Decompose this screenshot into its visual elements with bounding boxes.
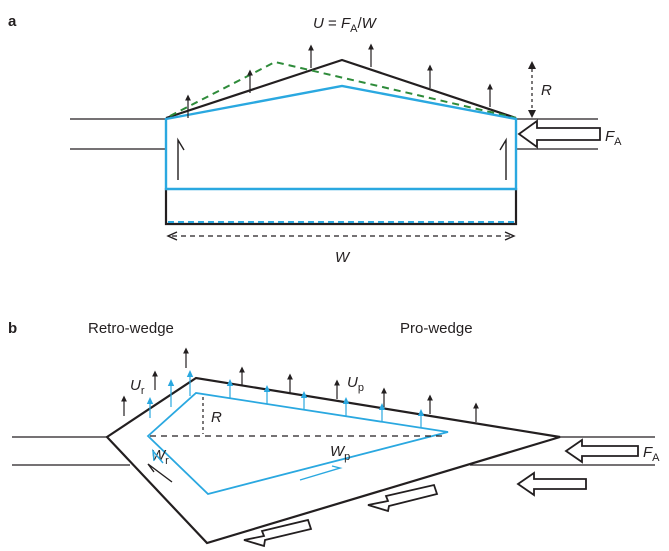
retro-uplift-label: Ur <box>130 377 145 397</box>
uplift-arrows <box>185 43 493 118</box>
panel-a: a U = FA/W R <box>8 13 622 266</box>
right-half-arrow-icon <box>499 137 507 180</box>
pro-width-label: Wp <box>330 443 350 463</box>
inner-wedge <box>146 392 449 495</box>
subduction-arrow-icon <box>367 483 439 513</box>
width-arrow-head-right <box>504 231 516 241</box>
left-half-arrow-icon <box>177 137 185 180</box>
relief-arrow-head-top <box>528 61 536 69</box>
plate-motion-arrow-icon <box>516 471 587 497</box>
applied-force-arrow-icon <box>517 119 601 149</box>
pro-uplift-label: Up <box>347 374 364 394</box>
wedge-outline <box>105 376 561 545</box>
retro-flow-arrow-icon <box>152 448 164 464</box>
relief-label: R <box>541 82 552 99</box>
green-dashed-profile <box>169 60 517 119</box>
pro-wedge-label: Pro-wedge <box>400 320 473 337</box>
applied-force-label-b: FA <box>643 444 660 464</box>
relief-arrow-head-bottom <box>528 110 536 118</box>
uplift-equation-label: U = FA/W <box>313 15 378 35</box>
width-label: W <box>335 249 351 266</box>
outer-uplift-arrows <box>121 347 479 422</box>
relief-label-b: R <box>211 409 222 426</box>
panel-b-letter: b <box>8 320 17 337</box>
block-base-outline <box>164 188 518 226</box>
retro-shear-arrow-icon <box>147 463 173 483</box>
retro-width-label: Wr <box>151 447 169 467</box>
uplifted-surface-outline <box>165 58 517 120</box>
subduction-arrow-lower-icon <box>243 518 313 548</box>
width-arrow-head-left <box>166 231 178 241</box>
panel-a-letter: a <box>8 13 17 30</box>
inner-uplift-arrows <box>146 370 425 427</box>
panel-b: b Retro-wedge Pro-wedge R Wr Wp <box>8 320 660 548</box>
pro-flow-arrow-icon <box>299 465 343 481</box>
retro-wedge-label: Retro-wedge <box>88 320 174 337</box>
cyan-block <box>164 84 518 191</box>
applied-force-label: FA <box>605 128 622 148</box>
applied-force-arrow-b-icon <box>564 438 639 464</box>
